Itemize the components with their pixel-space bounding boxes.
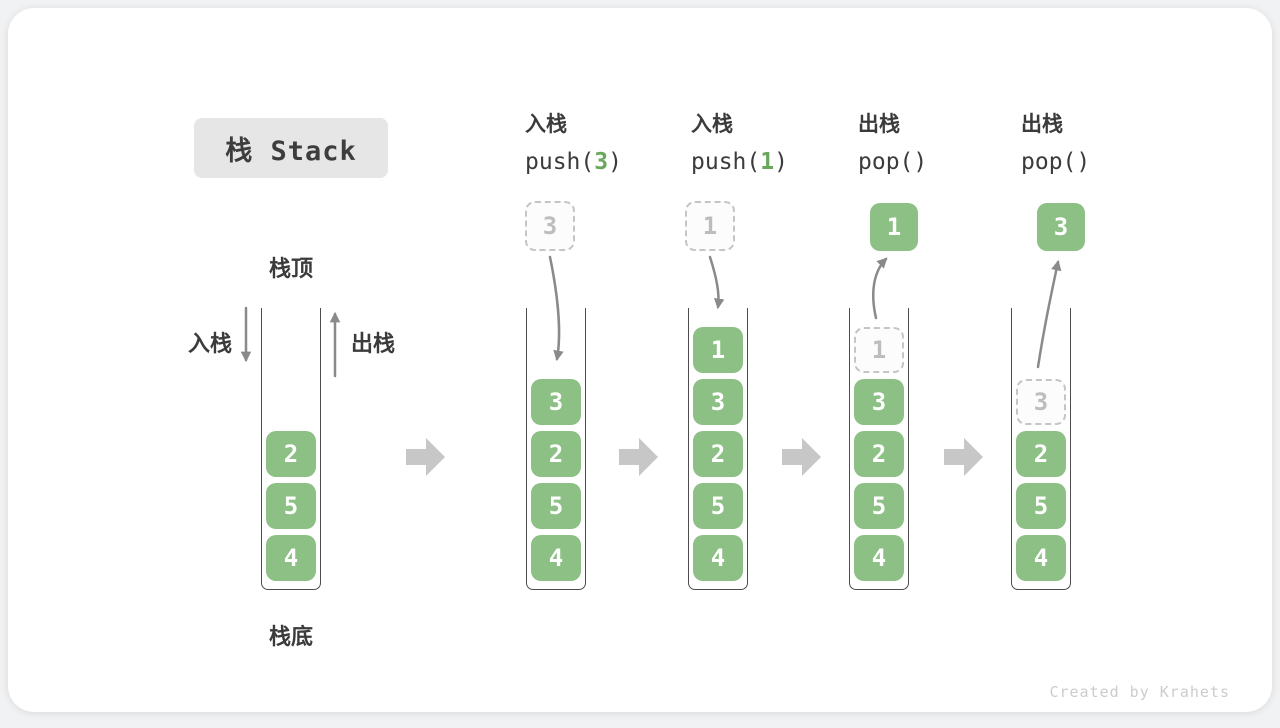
- stack-element: 4: [531, 535, 581, 581]
- push-side-label: 入栈: [187, 331, 232, 356]
- stack-element: 3: [854, 379, 904, 425]
- code-open: push(: [525, 149, 595, 175]
- code-open: pop(: [858, 149, 914, 175]
- floating-cell-dashed: 3: [525, 201, 575, 251]
- stack-element: 2: [854, 431, 904, 477]
- op-push-3-code: push(3): [525, 148, 622, 176]
- code-open: push(: [691, 149, 761, 175]
- stack-container-2: [526, 308, 586, 590]
- stack-element: 4: [854, 535, 904, 581]
- op-push-3: 入栈 push(3): [525, 112, 622, 176]
- step-arrow-icon: [406, 438, 445, 476]
- stack-bottom-label: 栈底: [268, 624, 313, 649]
- op-pop-first: 出栈 pop(): [858, 112, 927, 176]
- stack-container-5: [1011, 308, 1071, 590]
- stack-element-removed: 3: [1016, 379, 1066, 425]
- op-push-1-code: push(1): [691, 148, 788, 176]
- stack-container-4: [849, 308, 909, 590]
- stack-element: 4: [693, 535, 743, 581]
- stack-element: 3: [531, 379, 581, 425]
- floating-cell-popped: 3: [1037, 203, 1085, 251]
- stack-top-label: 栈顶: [268, 256, 313, 281]
- stack-element: 5: [854, 483, 904, 529]
- stack-element: 5: [693, 483, 743, 529]
- floating-cell-dashed: 1: [685, 201, 735, 251]
- stack-element: 4: [266, 535, 316, 581]
- floating-cell-popped: 1: [870, 203, 918, 251]
- push-curve-arrow-icon: [708, 255, 725, 310]
- stack-element: 1: [693, 327, 743, 373]
- op-pop-second-code: pop(): [1021, 148, 1090, 176]
- code-close: ): [913, 149, 928, 175]
- stack-element: 2: [531, 431, 581, 477]
- pop-side-label: 出栈: [350, 331, 395, 356]
- stack-element: 3: [693, 379, 743, 425]
- stack-element: 2: [266, 431, 316, 477]
- stack-element: 2: [1016, 431, 1066, 477]
- stack-element: 2: [693, 431, 743, 477]
- diagram-card: 栈 Stack 栈顶 栈底 入栈 出栈 入栈 push(3) 入栈 push(1…: [8, 8, 1272, 712]
- op-pop-second: 出栈 pop(): [1021, 112, 1090, 176]
- op-push-3-zh: 入栈: [525, 113, 567, 136]
- op-push-1-zh: 入栈: [691, 113, 733, 136]
- stack-element: 4: [1016, 535, 1066, 581]
- code-open: pop(: [1021, 149, 1077, 175]
- step-arrow-icon: [944, 438, 983, 476]
- op-pop-second-zh: 出栈: [1021, 113, 1063, 136]
- stack-element: 5: [266, 483, 316, 529]
- op-pop-first-zh: 出栈: [858, 113, 900, 136]
- step-arrow-icon: [782, 438, 821, 476]
- code-close: ): [774, 149, 788, 175]
- title-badge: 栈 Stack: [194, 118, 388, 178]
- code-arg: 3: [594, 149, 609, 175]
- code-close: ): [608, 149, 622, 175]
- stack-element-removed: 1: [854, 327, 904, 373]
- stack-element: 5: [1016, 483, 1066, 529]
- step-arrow-icon: [619, 438, 658, 476]
- watermark: Created by Krahets: [1049, 683, 1230, 701]
- stack-element: 5: [531, 483, 581, 529]
- code-close: ): [1076, 149, 1091, 175]
- stack-container-3: [688, 308, 748, 590]
- stack-container-1: [261, 308, 321, 590]
- op-push-1: 入栈 push(1): [691, 112, 788, 176]
- op-pop-first-code: pop(): [858, 148, 927, 176]
- code-arg: 1: [760, 149, 775, 175]
